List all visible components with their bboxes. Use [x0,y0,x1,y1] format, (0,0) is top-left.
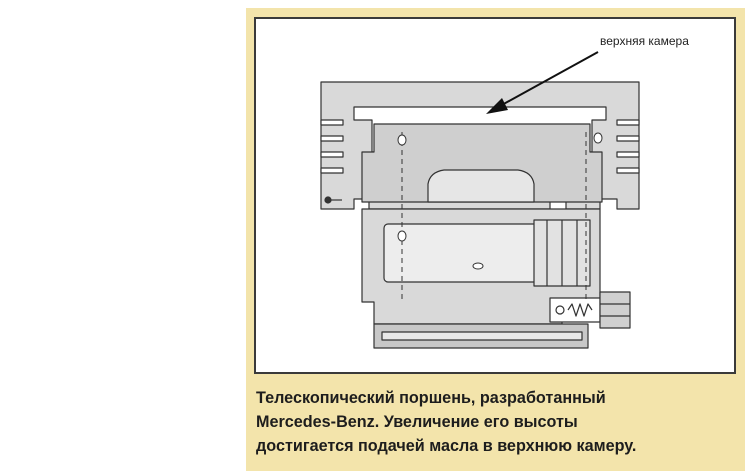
caption-line: Телескопический поршень, разработанный [256,389,606,407]
oil-hole-lower [397,230,407,242]
diagram-frame [254,17,736,374]
callout-arrow [486,51,599,114]
ring-grooves-right [616,119,640,174]
central-dome [427,169,535,203]
caption-line: достигается подачей масла в верхнюю каме… [256,437,637,455]
pin-oil-hole [472,262,484,270]
valve-plug [599,291,631,329]
wrist-pin [383,223,545,283]
oil-hole-left [397,134,407,146]
inner-piston [361,123,603,203]
oil-passages [401,132,587,300]
valve-spring [567,303,593,317]
ring-grooves-left [320,119,344,174]
callout-label-upper-chamber: верхняя камера [600,34,689,48]
oil-hole-right [593,132,603,144]
caption-line: Mercedes-Benz. Увеличение его высоты [256,413,578,431]
piston-diagram [320,51,640,349]
figure-caption: Телескопический поршень, разработанный M… [256,386,726,458]
